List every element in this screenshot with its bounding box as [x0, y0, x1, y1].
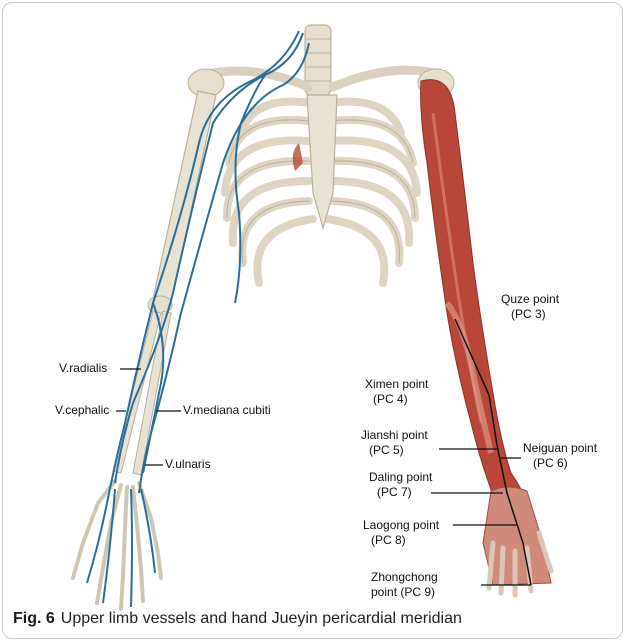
acupoint-pc9-name: Zhongchong [371, 570, 438, 585]
acupoint-pc8-code: (PC 8) [363, 533, 439, 548]
acupoint-pc6: Neiguan point (PC 6) [523, 441, 597, 471]
right-hand [483, 487, 551, 595]
acupoint-pc4: Ximen point (PC 4) [365, 377, 428, 407]
acupoint-pc5: Jianshi point (PC 5) [361, 428, 428, 458]
heart-hint [293, 143, 303, 171]
acupoint-pc8: Laogong point (PC 8) [363, 518, 439, 548]
acupoint-pc3-name: Quze point [501, 292, 559, 307]
figure-caption-text: Upper limb vessels and hand Jueyin peric… [61, 610, 462, 627]
left-hand-skeleton [73, 481, 161, 609]
label-v-ulnaris: V.ulnaris [165, 457, 211, 472]
label-v-mediana-cubiti: V.mediana cubiti [183, 403, 271, 418]
acupoint-pc5-code: (PC 5) [361, 443, 428, 458]
acupoint-pc6-name: Neiguan point [523, 441, 597, 456]
acupoint-pc6-code: (PC 6) [523, 456, 597, 471]
acupoint-pc9-code: point (PC 9) [371, 585, 438, 600]
acupoint-pc5-name: Jianshi point [361, 428, 428, 443]
acupoint-pc4-name: Ximen point [365, 377, 428, 392]
label-v-radialis: V.radialis [59, 361, 107, 376]
acupoint-pc4-code: (PC 4) [365, 392, 428, 407]
acupoint-pc3-code: (PC 3) [501, 307, 559, 322]
figure-caption: Fig. 6 Upper limb vessels and hand Jueyin… [13, 610, 462, 628]
label-v-cephalic: V.cephalic [55, 403, 109, 418]
acupoint-pc8-name: Laogong point [363, 518, 439, 533]
acupoint-pc3: Quze point (PC 3) [501, 292, 559, 322]
acupoint-pc7-name: Daling point [369, 470, 432, 485]
acupoint-pc7-code: (PC 7) [369, 485, 432, 500]
acupoint-pc9: Zhongchong point (PC 9) [371, 570, 438, 600]
figure-number: Fig. 6 [13, 610, 55, 627]
sternum [307, 95, 337, 228]
acupoint-pc7: Daling point (PC 7) [369, 470, 432, 500]
